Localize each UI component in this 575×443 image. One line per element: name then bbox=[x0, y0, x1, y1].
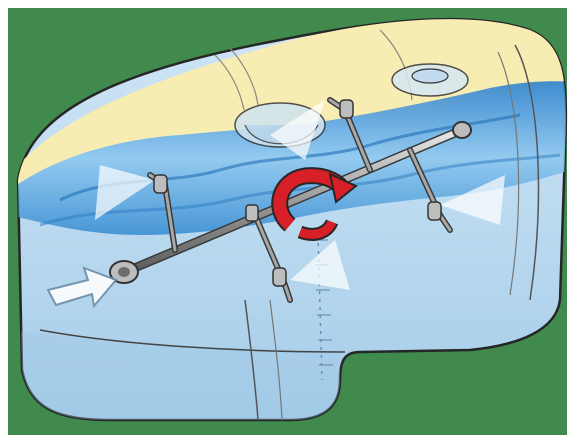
spray-nozzle-top bbox=[340, 100, 353, 118]
spray-nozzle-right bbox=[428, 202, 441, 220]
spray-nozzle-bottom bbox=[273, 268, 286, 286]
spray-nozzle-left bbox=[154, 175, 167, 193]
pipe-collar bbox=[246, 205, 258, 221]
